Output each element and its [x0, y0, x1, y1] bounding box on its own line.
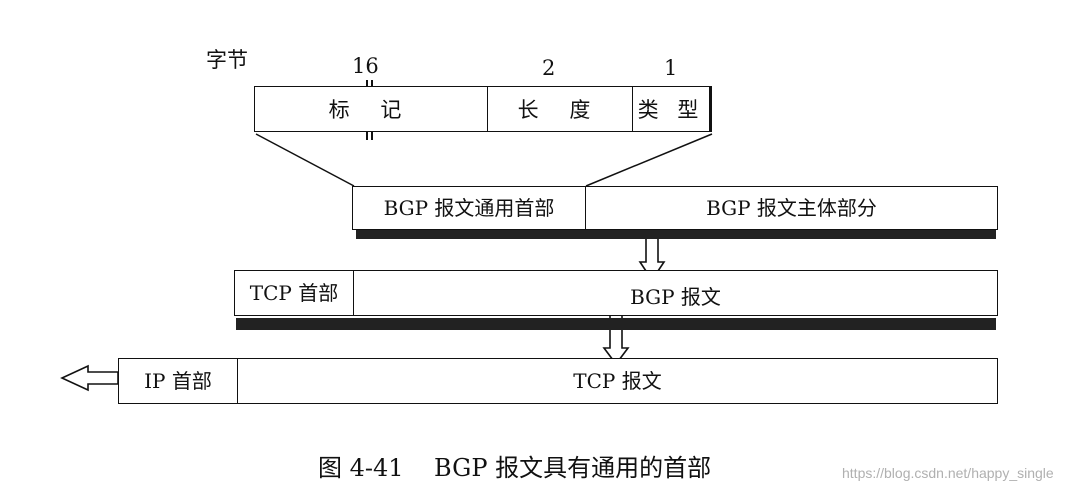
tcp-body-bgp: BGP 报文: [630, 285, 721, 309]
watermark: https://blog.csdn.net/happy_single: [842, 465, 1054, 481]
size-type: 1: [664, 56, 678, 80]
expand-line-right: [585, 133, 713, 187]
down-arrow-2: [602, 307, 630, 366]
byte-label: 字节: [206, 48, 248, 72]
bgp-message: BGP 报文通用首部 BGP 报文主体部分: [352, 186, 998, 230]
field-length: 长 度: [488, 87, 633, 131]
bgp-message-shadow: [356, 230, 996, 239]
bgp-message-body: BGP 报文主体部分: [706, 196, 877, 220]
figure-caption: 图 4-41 BGP 报文具有通用的首部: [318, 454, 712, 482]
left-arrow: [60, 364, 119, 392]
ip-body-tcp: TCP 报文: [573, 369, 662, 393]
size-marker: 16: [352, 54, 379, 78]
ip-datagram: IP 首部 TCP 报文: [118, 358, 998, 404]
ip-header: IP 首部: [119, 359, 238, 403]
tcp-segment-shadow: [236, 318, 996, 330]
tcp-header: TCP 首部: [235, 271, 354, 315]
field-marker: 标 记: [255, 87, 488, 131]
expand-line-left: [255, 133, 355, 187]
bgp-general-header: BGP 报文通用首部: [353, 187, 586, 229]
tcp-segment: TCP 首部 BGP 报文: [234, 270, 998, 316]
bgp-header-fields: 标 记 长 度 类 型: [254, 86, 712, 132]
field-type: 类 型: [637, 98, 705, 122]
size-length: 2: [542, 56, 556, 80]
